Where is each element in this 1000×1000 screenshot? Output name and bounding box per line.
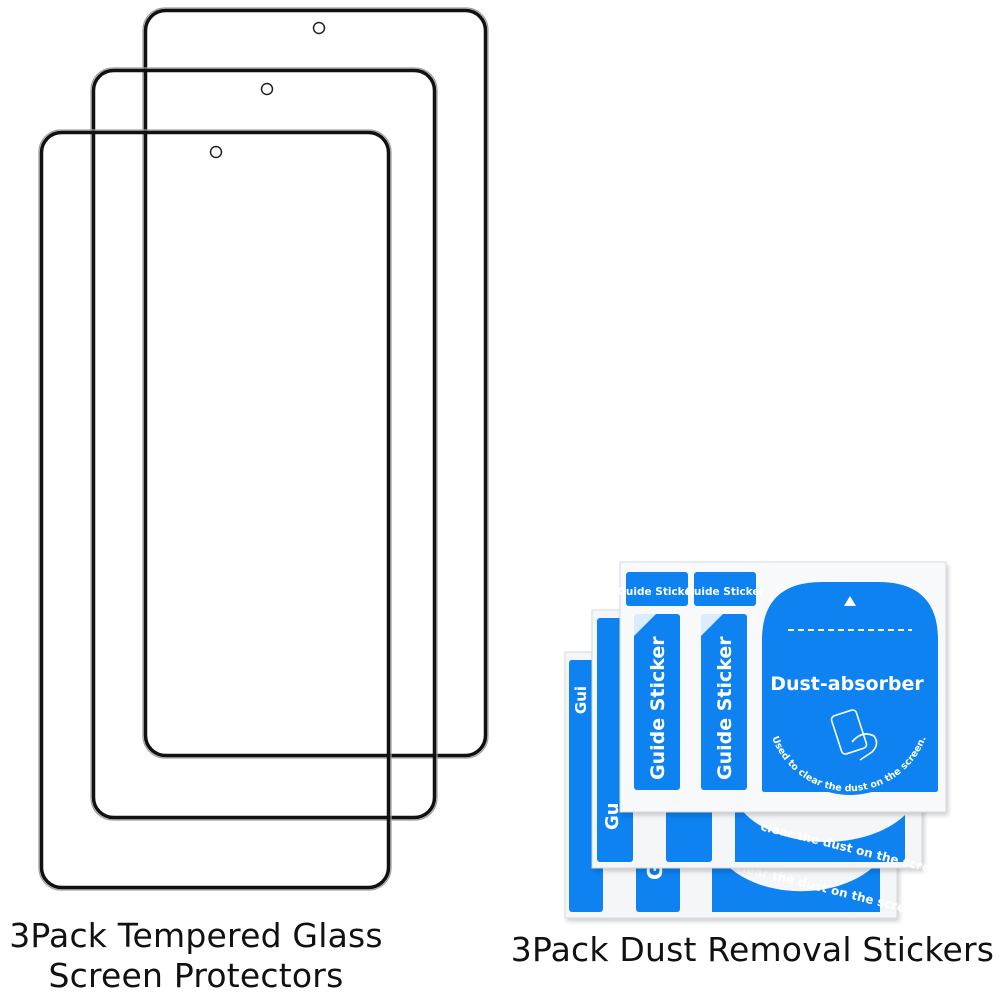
sticker-sheet-front: Guide Sticker Guide Sticker Guide Sticke… <box>617 561 947 813</box>
glass-protector-back <box>142 7 489 759</box>
caption-line: 3Pack Dust Removal Stickers <box>510 930 995 969</box>
glass-protector-middle <box>90 67 438 821</box>
camera-cutout-icon <box>260 82 274 96</box>
guide-sticker-label: Gui <box>572 686 590 714</box>
guide-sticker-label: Guide Sticker <box>647 636 669 780</box>
glass-protector-caption: 3Pack Tempered Glass Screen Protectors <box>0 916 392 996</box>
guide-sticker-label: Guide Sticker <box>685 586 765 598</box>
phone-wipe-icon <box>830 709 878 761</box>
caption-line: Screen Protectors <box>48 956 344 995</box>
camera-cutout-icon <box>312 21 326 35</box>
arrow-up-icon <box>844 596 856 606</box>
dust-absorber-title: Dust-absorber <box>770 673 924 695</box>
guide-sticker-label: Gu <box>602 802 623 830</box>
camera-cutout-icon <box>209 145 223 159</box>
glass-protector-front <box>38 129 392 891</box>
guide-sticker-label: Guide Sticker <box>714 636 736 780</box>
caption-line: 3Pack Tempered Glass <box>9 916 383 955</box>
sticker-caption: 3Pack Dust Removal Stickers <box>505 930 1000 970</box>
dust-absorber-sticker: Dust-absorber Used to clear the dust on … <box>762 582 938 795</box>
guide-sticker-label: Guide Sticker <box>617 586 697 598</box>
guide-sticker: Guide Sticker Guide Sticker <box>685 572 766 790</box>
guide-sticker: Guide Sticker Guide Sticker <box>617 572 698 790</box>
